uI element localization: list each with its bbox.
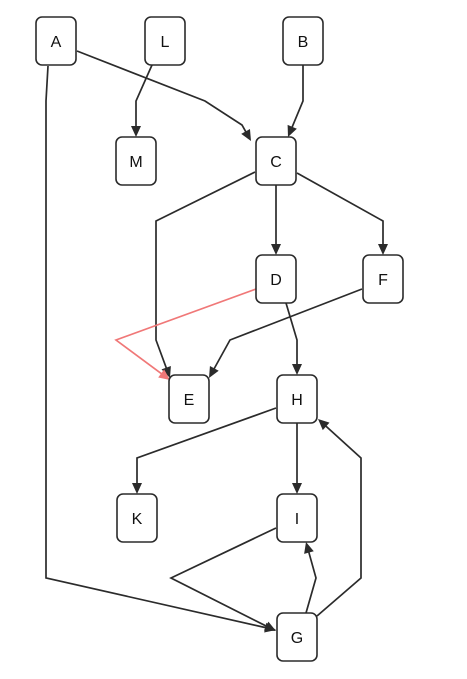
node-h[interactable]: H — [276, 374, 318, 424]
node-label: G — [291, 630, 303, 647]
node-label: L — [161, 34, 170, 51]
arrowhead-icon — [158, 369, 170, 380]
node-box — [168, 374, 210, 424]
edge-i-to-g — [169, 527, 277, 631]
edge-g-to-h — [316, 419, 362, 617]
node-box — [116, 493, 158, 543]
node-b[interactable]: B — [282, 16, 324, 66]
edge-f-to-e — [209, 288, 363, 378]
arrowhead-icon — [271, 244, 281, 255]
edge-c-to-e — [155, 171, 256, 378]
edge-h-to-i — [292, 423, 302, 494]
edge-a-to-g — [45, 65, 276, 633]
arrowhead-icon — [292, 364, 302, 375]
arrowhead-icon — [263, 621, 276, 631]
node-box — [276, 374, 318, 424]
arrowhead-icon — [132, 483, 142, 494]
node-a[interactable]: A — [35, 16, 77, 66]
edge-l-to-m — [131, 64, 153, 137]
edge-d-to-h — [285, 302, 302, 375]
edge-b-to-c — [287, 65, 304, 137]
node-k[interactable]: K — [116, 493, 158, 543]
nodes-layer: A L B M C D F E H K I G — [35, 16, 404, 662]
node-box — [144, 16, 186, 66]
node-box — [255, 136, 297, 186]
node-m[interactable]: M — [115, 136, 157, 186]
node-box — [276, 612, 318, 662]
node-label: H — [291, 392, 303, 409]
node-label: M — [129, 154, 142, 171]
node-label: K — [132, 511, 143, 528]
node-c[interactable]: C — [255, 136, 297, 186]
node-box — [282, 16, 324, 66]
node-label: B — [298, 34, 309, 51]
arrowhead-icon — [378, 244, 388, 255]
arrowhead-icon — [304, 542, 314, 554]
node-d[interactable]: D — [255, 254, 297, 304]
node-box — [115, 136, 157, 186]
node-box — [35, 16, 77, 66]
node-box — [276, 493, 318, 543]
arrowhead-icon — [318, 419, 330, 431]
edges-layer — [45, 50, 388, 633]
node-f[interactable]: F — [362, 254, 404, 304]
node-box — [362, 254, 404, 304]
arrowhead-icon — [161, 365, 171, 378]
edge-c-to-d — [271, 185, 281, 255]
node-label: I — [295, 511, 299, 528]
arrowhead-icon — [131, 126, 141, 137]
node-i[interactable]: I — [276, 493, 318, 543]
edge-g-to-i — [304, 542, 317, 614]
node-label: D — [270, 272, 282, 289]
edge-d-to-e — [114, 288, 257, 380]
arrowhead-icon — [209, 365, 219, 378]
edge-h-to-k — [132, 407, 277, 494]
node-l[interactable]: L — [144, 16, 186, 66]
node-label: A — [51, 34, 62, 51]
node-box — [255, 254, 297, 304]
edge-c-to-f — [296, 172, 388, 255]
node-label: C — [270, 154, 282, 171]
arrowhead-icon — [241, 128, 251, 141]
arrowhead-icon — [287, 124, 297, 137]
edge-a-to-c — [76, 50, 251, 141]
node-label: F — [378, 272, 388, 289]
node-g[interactable]: G — [276, 612, 318, 662]
node-e[interactable]: E — [168, 374, 210, 424]
node-label: E — [184, 392, 195, 409]
arrowhead-icon — [292, 483, 302, 494]
